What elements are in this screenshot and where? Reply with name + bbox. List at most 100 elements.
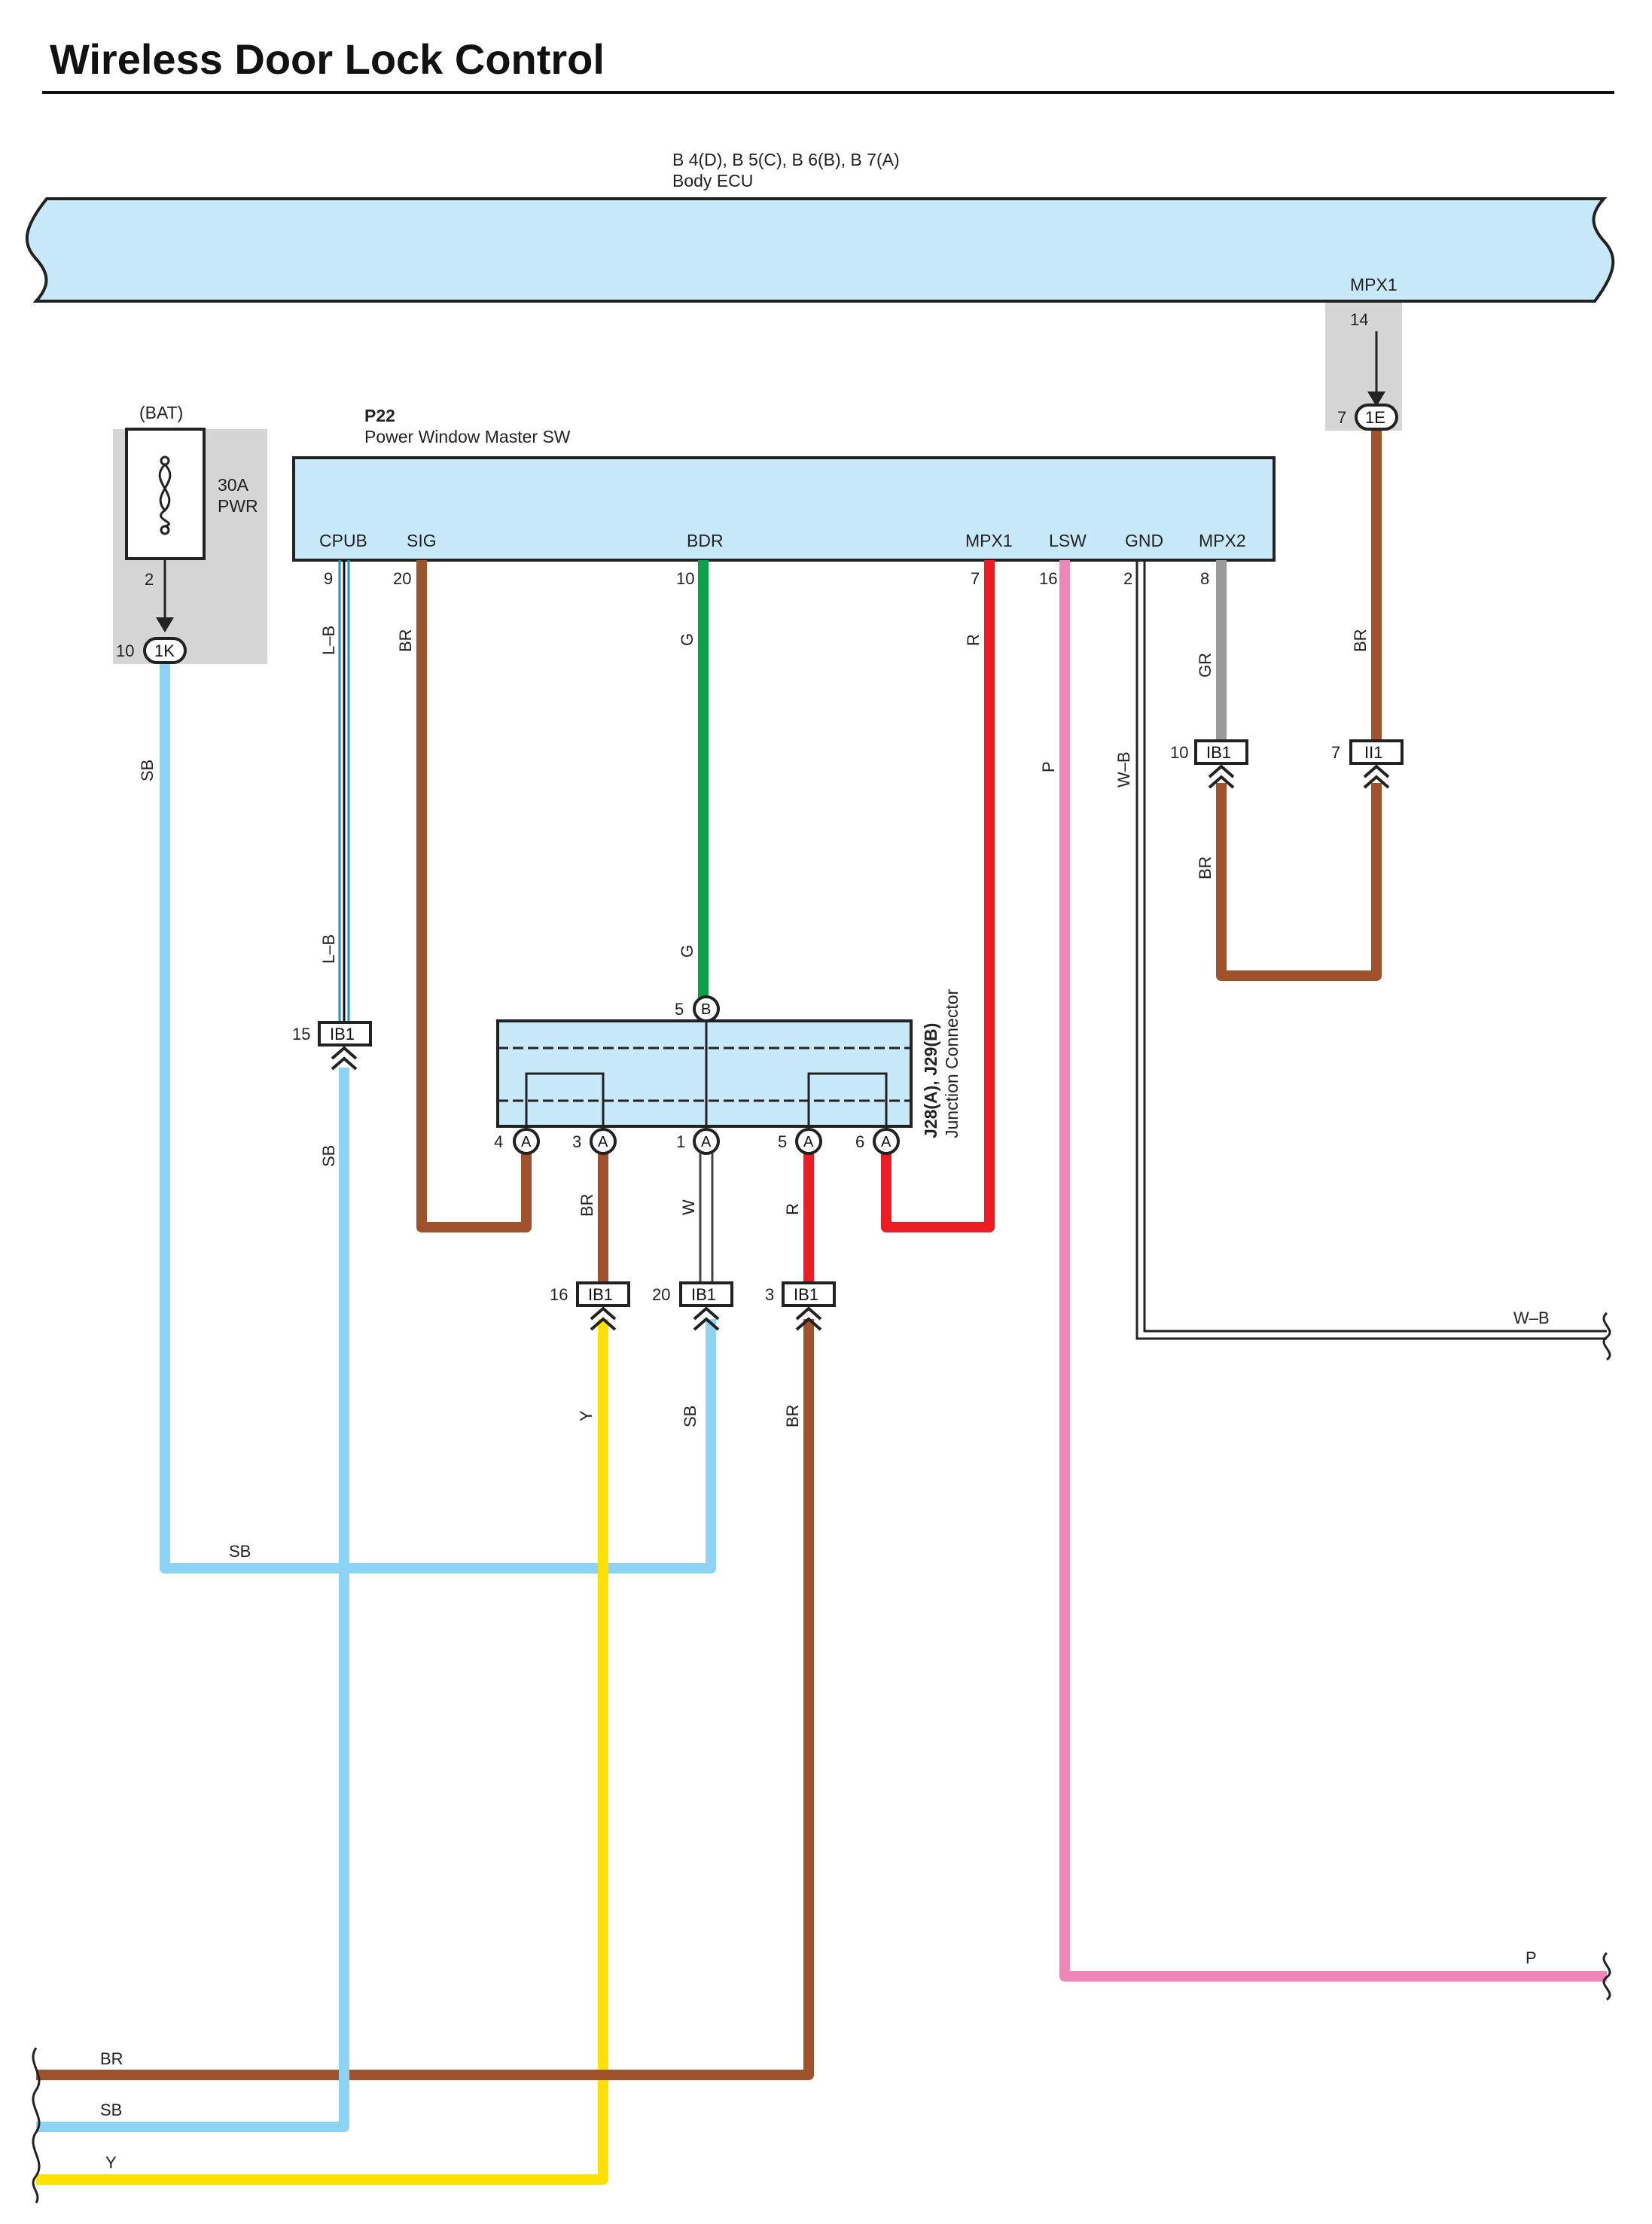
p22-pin-16: 16 (1039, 569, 1057, 588)
p22-pin-10: 10 (676, 569, 694, 588)
junction-pin-4-num: 4 (494, 1132, 503, 1151)
svg-text:IB1: IB1 (691, 1285, 716, 1304)
wire-sb-bat (160, 663, 716, 1574)
p22-term-gnd: GND (1125, 531, 1163, 550)
junction-top-pin (693, 995, 720, 1022)
wlabel-lb-upper: L–B (319, 626, 338, 655)
junction-top-pin-num: 5 (675, 1000, 684, 1019)
junction-pin-3-letter: A (598, 1134, 608, 1150)
break-mark-right-wb (1602, 1312, 1611, 1361)
junction-pin-3 (590, 1128, 617, 1155)
wire-br-sig (416, 560, 532, 1232)
p22-term-mpx1: MPX1 (965, 531, 1013, 550)
wire-br-low (36, 1319, 814, 2080)
p22-name: Power Window Master SW (364, 427, 571, 446)
wlabel-br-loop: BR (1196, 856, 1215, 879)
junction-pin-1-num: 1 (676, 1132, 685, 1151)
wlabel-p-lsw: P (1039, 761, 1058, 772)
bat-label: (BAT) (139, 403, 183, 422)
svg-text:20: 20 (652, 1285, 670, 1304)
p22-pin-9: 9 (324, 569, 333, 588)
junction-pin-4-letter: A (521, 1134, 532, 1150)
conn-1e (1355, 404, 1398, 431)
fuse-box (125, 428, 206, 560)
wlabel-br-ecu: BR (1351, 629, 1370, 652)
svg-text:IB1: IB1 (794, 1285, 818, 1304)
conn-1k-pin: 10 (116, 641, 134, 660)
wlabel-br-bottom: BR (100, 2049, 123, 2068)
conn-1k (143, 637, 187, 664)
svg-text:16: 16 (550, 1285, 568, 1304)
svg-text:15: 15 (292, 1025, 310, 1043)
wire-sb-cpub (36, 1068, 349, 2132)
junction-pin-6 (873, 1128, 900, 1155)
wlabel-br-low: BR (783, 1404, 802, 1427)
body-ecu-pin-14: 14 (1350, 310, 1368, 329)
p22-term-cpub: CPUB (319, 531, 367, 550)
wlabel-sb-bottom: SB (100, 2101, 122, 2119)
wlabel-sb-low: SB (681, 1406, 700, 1427)
junction-pin-5-num: 5 (778, 1132, 787, 1151)
fuse-icon (158, 455, 172, 535)
svg-text:IB1: IB1 (1206, 743, 1231, 762)
p22-pin-7: 7 (971, 569, 980, 588)
page-title: Wireless Door Lock Control (50, 35, 605, 83)
wlabel-sb-cpub: SB (319, 1145, 338, 1167)
wlabel-lb-lower: L–B (319, 934, 338, 964)
conn-ii1-7: II1 7 (1331, 739, 1404, 789)
body-ecu-mpx1-label: MPX1 (1350, 275, 1397, 294)
wlabel-y-low: Y (577, 1410, 596, 1421)
junction-pin-5 (795, 1128, 822, 1155)
junction-pin-4 (513, 1128, 540, 1155)
fuse-name: PWR (218, 496, 258, 516)
body-ecu-name: Body ECU (672, 171, 753, 190)
wlabel-y-bottom: Y (105, 2153, 117, 2172)
wire-wb-gnd-b (1143, 560, 1607, 1333)
junction-pin-5-letter: A (803, 1134, 814, 1150)
fuse-arrow (156, 617, 174, 632)
junction-bus-left (525, 1072, 605, 1137)
p22-pin-20: 20 (393, 569, 411, 588)
p22-term-mpx2: MPX2 (1199, 531, 1246, 550)
conn-ib1-16: IB1 16 (550, 1281, 630, 1331)
wlabel-r-j5: R (783, 1203, 802, 1215)
p22-term-bdr: BDR (687, 531, 724, 550)
break-mark-right-p (1602, 1951, 1611, 2001)
break-mark-left-bottom (32, 2047, 41, 2204)
junction-ref: J28(A), J29(B) (921, 1023, 940, 1138)
wlabel-r-mpx1: R (964, 634, 983, 646)
wlabel-gr-mpx2: GR (1196, 653, 1215, 678)
p22-pin-8: 8 (1200, 569, 1209, 588)
wlabel-wb-right: W–B (1513, 1309, 1550, 1327)
svg-text:7: 7 (1331, 743, 1340, 762)
p22-pin-2: 2 (1123, 569, 1132, 588)
svg-text:II1: II1 (1364, 743, 1382, 762)
conn-1e-pin: 7 (1337, 408, 1346, 427)
p22-ref: P22 (364, 406, 395, 425)
body-ecu-block (25, 197, 1615, 303)
conn-ib1-15: IB1 15 (292, 1021, 372, 1071)
svg-text:IB1: IB1 (330, 1025, 355, 1043)
fuse-rating: 30A (218, 475, 249, 495)
conn-1e-code: 1E (1365, 408, 1385, 427)
wlabel-br-j3: BR (578, 1193, 596, 1217)
wire-p-lsw (1059, 560, 1607, 1982)
junction-top-letter: B (701, 1001, 711, 1018)
wlabel-p-right: P (1526, 1948, 1537, 1967)
wlabel-sb-left: SB (138, 760, 157, 781)
junction-pin-6-letter: A (881, 1134, 892, 1150)
conn-1k-code: 1K (154, 641, 175, 660)
p22-term-lsw: LSW (1049, 531, 1087, 550)
junction-pin-1 (693, 1128, 720, 1155)
wire-wb-gnd-a (1135, 560, 1607, 1340)
wlabel-g-upper: G (678, 633, 696, 646)
svg-text:10: 10 (1170, 743, 1188, 762)
conn-ib1-20: IB1 20 (652, 1281, 733, 1331)
junction-pin-3-num: 3 (572, 1132, 581, 1151)
wlabel-sb-horiz: SB (229, 1542, 251, 1561)
wlabel-g-lower: G (678, 945, 696, 958)
body-ecu-ref: B 4(D), B 5(C), B 6(B), B 7(A) (672, 150, 900, 169)
wlabel-wb-gnd: W–B (1114, 751, 1133, 788)
junction-name: Junction Connector (942, 989, 962, 1138)
